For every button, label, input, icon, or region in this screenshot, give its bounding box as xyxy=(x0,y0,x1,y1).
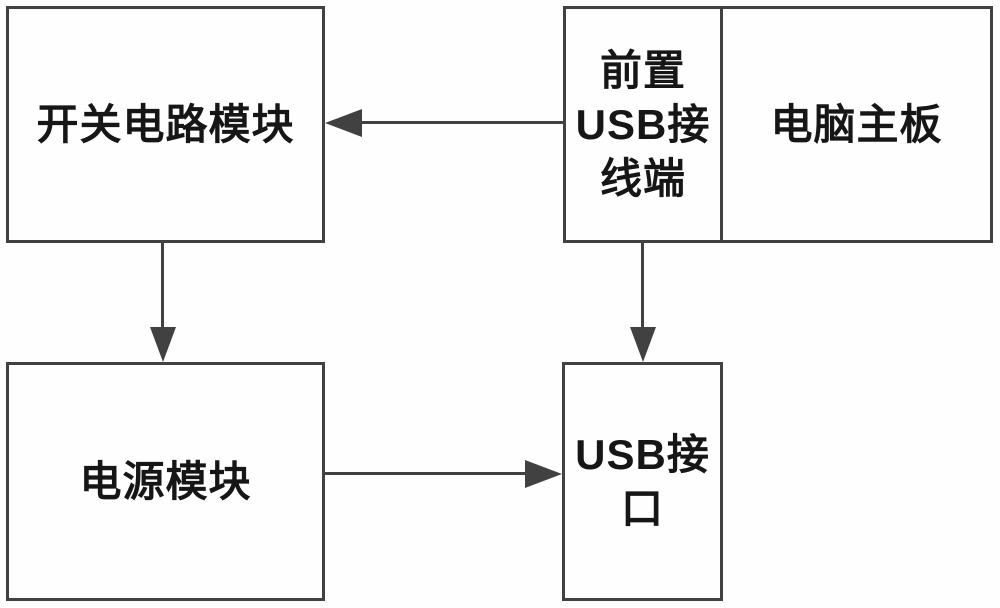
arrowhead-right-icon xyxy=(525,460,562,488)
box-front-usb-terminal: 前置 USB接 线端 xyxy=(566,9,723,240)
arrowhead-down-icon xyxy=(630,327,656,362)
usb-port-label-line2: 口 xyxy=(620,484,664,532)
arrow-shaft xyxy=(358,121,563,124)
box-power-module: 电源模块 xyxy=(6,362,325,601)
arrow-shaft xyxy=(641,243,644,333)
arrow-shaft xyxy=(325,472,530,475)
switch-circuit-module-label: 开关电路模块 xyxy=(36,100,295,148)
box-motherboard-group: 前置 USB接 线端 电脑主板 xyxy=(563,6,993,243)
arrowhead-down-icon xyxy=(150,327,176,362)
box-usb-port: USB接 口 xyxy=(562,362,723,601)
box-computer-motherboard: 电脑主板 xyxy=(723,9,990,240)
usb-port-label-line1: USB接 xyxy=(575,430,710,478)
arrowhead-left-icon xyxy=(325,109,362,137)
front-usb-terminal-label-line3: 线端 xyxy=(599,154,686,202)
front-usb-terminal-label-line2: USB接 xyxy=(575,100,711,148)
box-switch-circuit-module: 开关电路模块 xyxy=(6,6,325,243)
computer-motherboard-label: 电脑主板 xyxy=(770,100,943,148)
power-module-label: 电源模块 xyxy=(79,457,252,505)
arrow-shaft xyxy=(161,243,164,333)
front-usb-terminal-label-line1: 前置 xyxy=(599,46,686,94)
